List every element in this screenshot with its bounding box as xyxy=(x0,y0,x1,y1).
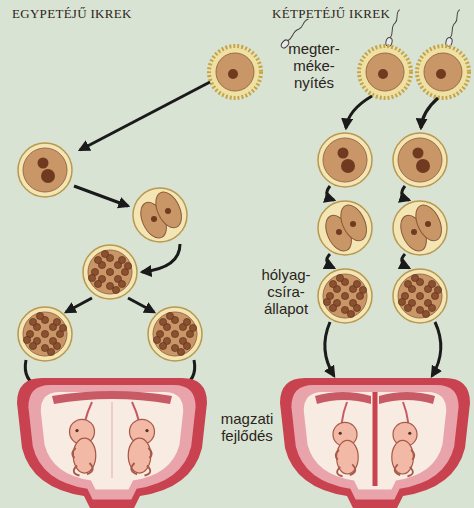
sperm-cell xyxy=(445,8,461,47)
column-heading: KÉTPETÉJŰ IKREK xyxy=(272,6,390,21)
egg-cell xyxy=(417,46,469,98)
two-cell-stage xyxy=(318,201,372,255)
egg-cell xyxy=(209,46,261,98)
blastocyst xyxy=(393,269,447,323)
flow-arrows xyxy=(25,82,441,388)
egg-cell xyxy=(359,46,411,98)
two-cell-stage xyxy=(393,201,447,255)
two-cell-stage xyxy=(133,188,187,242)
blastocyst xyxy=(318,269,372,323)
column-heading: EGYPETÉJŰ IKREK xyxy=(12,6,132,21)
stage-label: magzati fejlődés xyxy=(213,410,281,444)
stage-label: hólyag- csíra- állapot xyxy=(256,266,316,317)
uterus-fraternal xyxy=(280,378,470,508)
zygote xyxy=(318,133,372,187)
morula xyxy=(83,245,137,299)
blastocyst xyxy=(18,307,72,361)
uterus-identical xyxy=(17,378,207,508)
zygote xyxy=(18,143,72,197)
stage-label: megter- méke- nyítés xyxy=(285,40,343,91)
zygote xyxy=(393,133,447,187)
blastocyst xyxy=(148,307,202,361)
